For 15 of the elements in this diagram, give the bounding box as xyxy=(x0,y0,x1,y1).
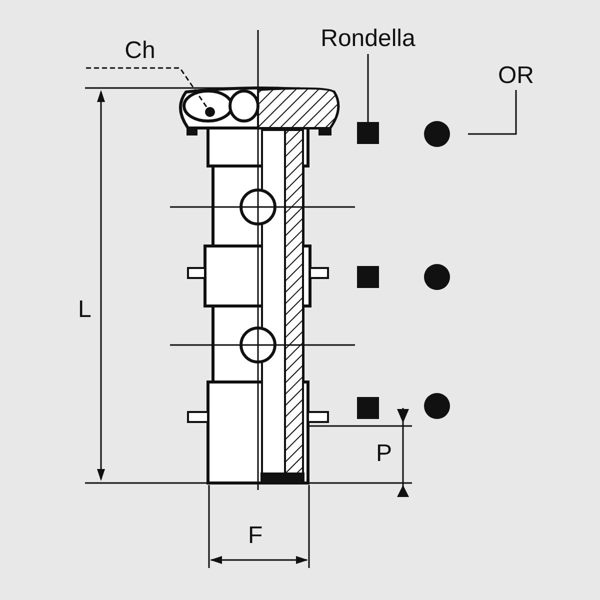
dimension-label: F xyxy=(248,524,263,548)
part-label: OR xyxy=(498,64,534,88)
o-ring-circle xyxy=(424,264,450,290)
washer-square xyxy=(357,122,379,144)
part-label: Ch xyxy=(124,39,156,63)
leader-line xyxy=(367,54,369,122)
leader-line xyxy=(468,90,517,135)
o-ring-circle xyxy=(424,121,450,147)
bolt-head xyxy=(179,86,340,130)
washer-square xyxy=(357,266,379,288)
part-label: Rondella xyxy=(320,27,416,51)
washer-square xyxy=(357,397,379,419)
dimension-label: L xyxy=(78,298,92,322)
o-ring-circle xyxy=(424,393,450,419)
dimension-label: P xyxy=(376,442,392,466)
